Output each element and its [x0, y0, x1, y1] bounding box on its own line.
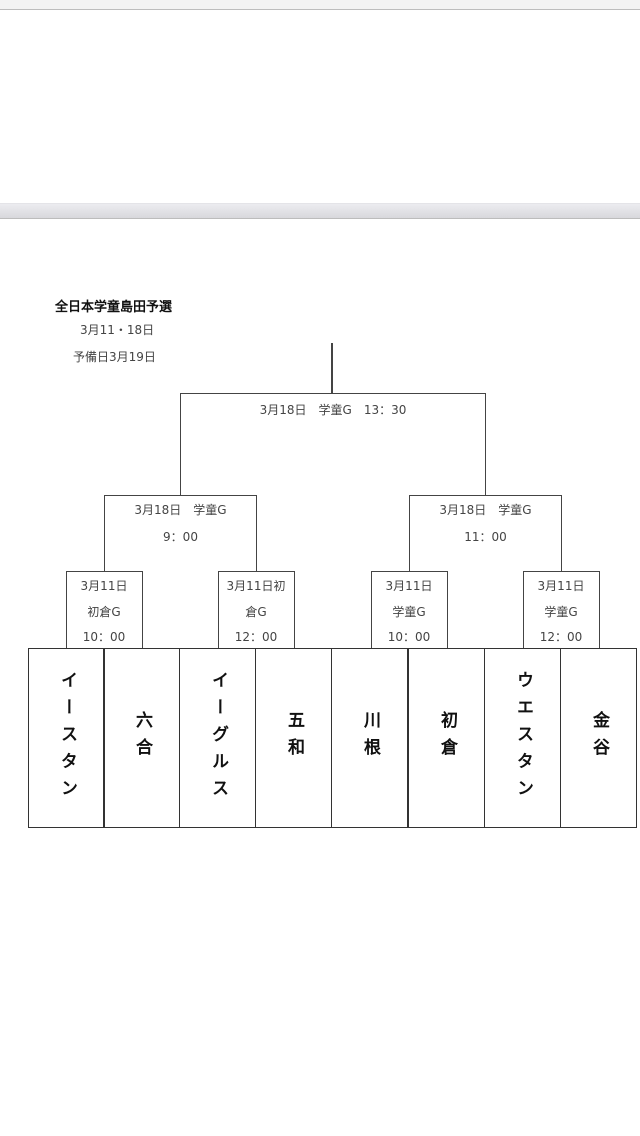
- team-name: イースタン: [57, 670, 77, 806]
- team-name: イーグルス: [208, 670, 228, 806]
- team-name: 五和: [284, 711, 304, 765]
- tournament-title: 全日本学童島田予選: [55, 300, 173, 315]
- semi-right-date: 3月18日 学童G: [439, 503, 532, 517]
- team-cell: 川根: [331, 648, 408, 828]
- match-3-time: 10：00: [387, 630, 431, 644]
- team-name: ウエスタン: [513, 670, 533, 806]
- team-cell: イーグルス: [179, 648, 256, 828]
- match-1-venue: 初倉G: [87, 605, 121, 619]
- match-1-time: 10：00: [82, 630, 126, 644]
- match-1-date: 3月11日: [80, 579, 128, 593]
- final-bracket: [180, 393, 486, 496]
- browser-top-bar: [0, 0, 640, 10]
- match-2-date: 3月11日初: [226, 579, 286, 593]
- match-4-date: 3月11日: [537, 579, 585, 593]
- match-box-3: 3月11日 学童G 10：00: [371, 571, 448, 649]
- semi-bracket-left: [104, 495, 257, 572]
- team-name: 初倉: [437, 711, 457, 765]
- match-2-time: 12：00: [234, 630, 278, 644]
- final-schedule: 3月18日 学童G 13：30: [259, 403, 407, 417]
- team-cell: 五和: [255, 648, 332, 828]
- team-cell: イースタン: [28, 648, 105, 828]
- reserve-date: 予備日3月19日: [73, 350, 156, 364]
- match-3-date: 3月11日: [385, 579, 433, 593]
- match-box-2: 3月11日初 倉G 12：00: [218, 571, 295, 649]
- team-cell: ウエスタン: [484, 648, 561, 828]
- semi-left-time: 9：00: [163, 530, 198, 544]
- match-4-venue: 学童G: [544, 605, 578, 619]
- champion-line: [331, 343, 333, 394]
- tournament-dates: 3月11・18日: [80, 323, 155, 337]
- match-4-time: 12：00: [539, 630, 583, 644]
- team-name: 六合: [132, 711, 152, 765]
- match-3-venue: 学童G: [392, 605, 426, 619]
- semi-bracket-right: [409, 495, 562, 572]
- page-separator: [0, 203, 640, 219]
- semi-right-time: 11：00: [464, 530, 507, 544]
- team-cell: 六合: [103, 648, 180, 828]
- team-cell: 初倉: [408, 648, 485, 828]
- team-name: 金谷: [589, 711, 609, 765]
- match-box-4: 3月11日 学童G 12：00: [523, 571, 600, 649]
- team-name: 川根: [360, 711, 380, 765]
- match-2-venue: 倉G: [245, 605, 267, 619]
- semi-left-date: 3月18日 学童G: [134, 503, 227, 517]
- team-cell: 金谷: [560, 648, 637, 828]
- match-box-1: 3月11日 初倉G 10：00: [66, 571, 143, 649]
